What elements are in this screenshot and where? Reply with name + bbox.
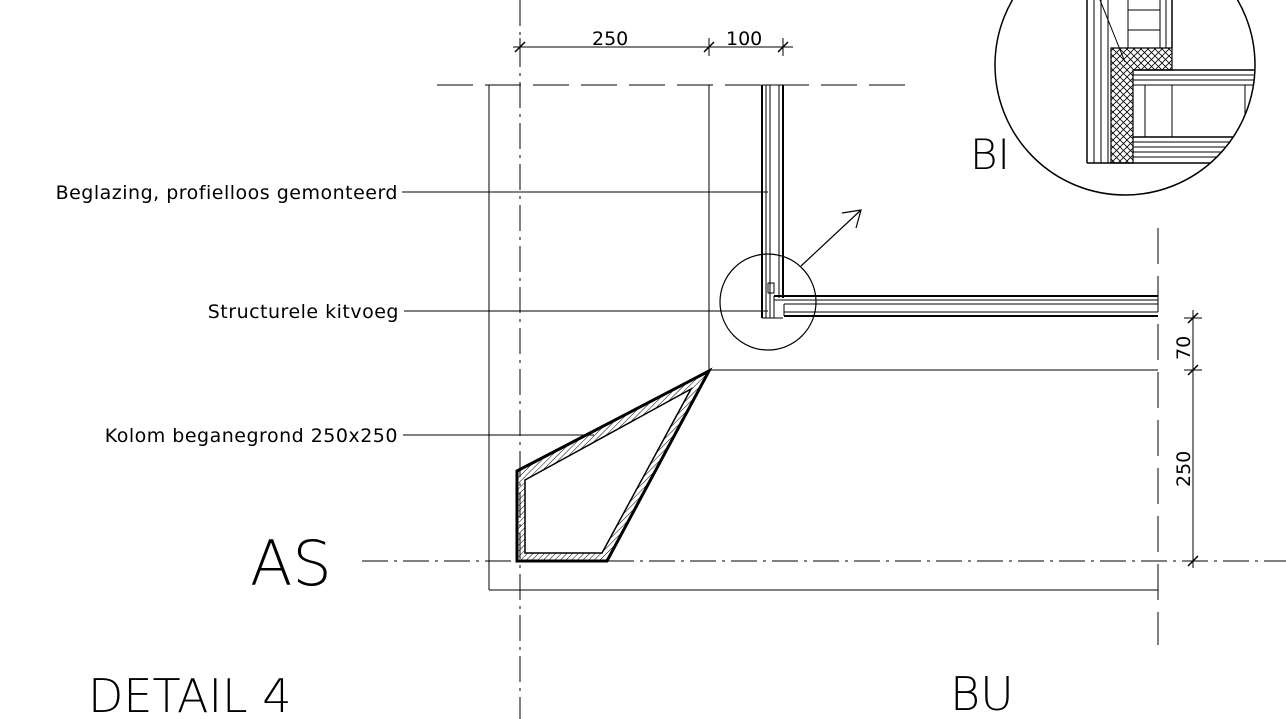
glazing-horizontal: [767, 282, 1158, 318]
glazing-vertical: [761, 84, 784, 319]
detail-callout-label: BI: [970, 130, 1010, 179]
dimension-top: [513, 38, 793, 56]
detail-arrow: [800, 209, 862, 267]
detail-circle: [719, 253, 817, 351]
arrow-head: [841, 209, 862, 229]
dim-label-70-right: 70: [1173, 336, 1195, 360]
axis-label-horizontal: AS: [250, 527, 332, 600]
detail-marker: [719, 209, 862, 351]
leader-lines: [402, 191, 768, 436]
dimension-right: [1184, 310, 1202, 568]
column-section: [515, 367, 713, 563]
slab-outline: [488, 85, 1158, 591]
detail-title: DETAIL 4: [88, 669, 292, 719]
dim-label-250-top: 250: [592, 28, 628, 50]
dim-label-100-top: 100: [726, 28, 762, 50]
axis-lines: [362, 0, 1286, 719]
axis-label-vertical: BU: [950, 667, 1014, 719]
annotation-sealant: Structurele kitvoeg: [208, 301, 399, 323]
detail-enlargement: BI: [970, 0, 1256, 196]
dim-label-250-right: 250: [1173, 451, 1195, 487]
annotation-glazing: Beglazing, profielloos gemonteerd: [56, 182, 398, 204]
annotation-column: Kolom beganegrond 250x250: [105, 425, 398, 447]
